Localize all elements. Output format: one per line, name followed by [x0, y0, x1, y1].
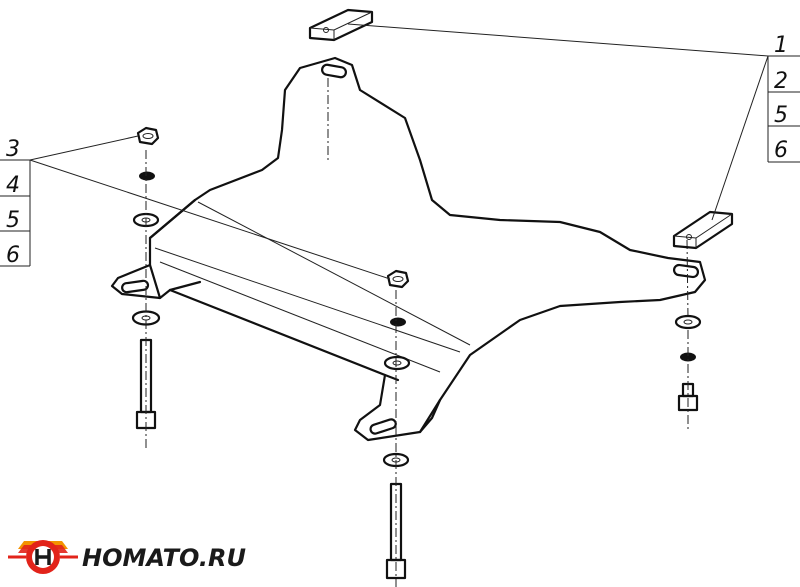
homato-logo: HOMATO.RU: [8, 540, 246, 574]
center-fastener-stack: [382, 269, 411, 587]
callout-left-1: 3: [6, 137, 20, 162]
skid-plate: [110, 56, 707, 442]
callout-left-3: 5: [6, 208, 20, 233]
callout-right-3: 5: [774, 103, 788, 128]
bracket-plate-right: [672, 210, 734, 250]
bracket-plate-top: [308, 8, 374, 42]
brand-name: HOMATO.RU: [82, 544, 246, 572]
callout-table-left: 3 4 5 6: [0, 137, 31, 268]
callout-right-4: 6: [774, 138, 788, 163]
left-fastener-stack: [131, 126, 161, 450]
callout-table-right: 1 2 5 6: [767, 33, 800, 163]
callout-left-2: 4: [6, 173, 20, 198]
callout-right-2: 2: [774, 69, 788, 94]
right-fastener-stack: [674, 314, 702, 430]
callout-right-1: 1: [774, 33, 788, 58]
callout-left-4: 6: [6, 243, 20, 268]
leader-lines: [29, 23, 769, 280]
